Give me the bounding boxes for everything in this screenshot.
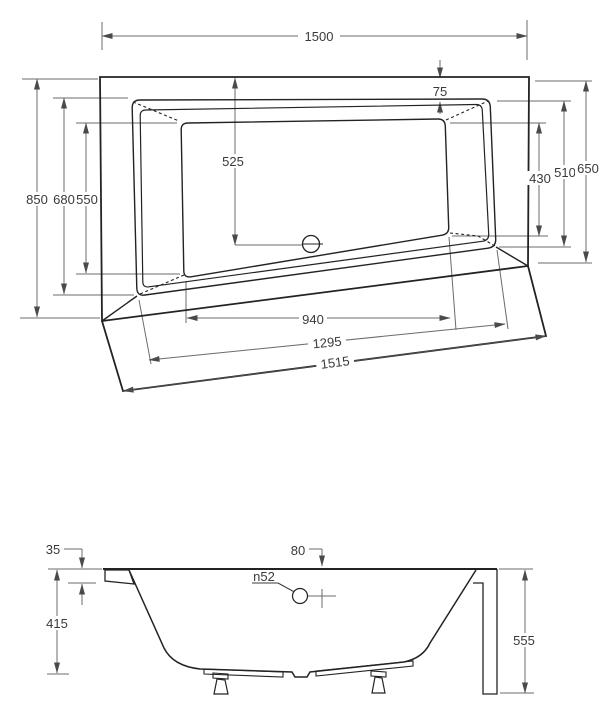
drain-top-view xyxy=(301,234,323,254)
label-bg xyxy=(509,633,540,647)
dim-label-basin-bottom: 940 xyxy=(302,312,324,327)
dim-label-right-overall: 650 xyxy=(577,161,599,176)
side-view-dimension-lines xyxy=(47,548,534,694)
foot-left xyxy=(213,678,229,695)
drain-circle xyxy=(291,587,309,605)
dim-label-rim-width: 75 xyxy=(433,84,447,99)
corner-transition-dashed-lines xyxy=(132,100,496,295)
ext-line xyxy=(138,299,152,365)
dim-label-shell-depth: 415 xyxy=(46,616,68,631)
right-support-panel xyxy=(473,569,498,695)
label-bg xyxy=(25,192,49,206)
drain-side-view xyxy=(252,582,309,605)
label-bg xyxy=(315,352,355,372)
mounting-rail-left xyxy=(203,668,284,678)
dim-label-left-basin: 550 xyxy=(76,192,98,207)
top-view-labels: 1500 75 525 850 680 550 430 510 650 940 … xyxy=(25,29,602,372)
label-bg xyxy=(75,192,99,206)
label-bg xyxy=(527,171,553,185)
rim-section-left xyxy=(104,569,135,585)
drain-hole-label: n52 xyxy=(253,569,275,584)
dim-label-left-overall: 850 xyxy=(26,192,48,207)
dim-label-overall-length: 1500 xyxy=(305,29,334,44)
label-bg xyxy=(299,312,327,326)
foot-plate-left xyxy=(212,672,229,680)
dashed-corner-line xyxy=(132,101,180,122)
dim-label-front-edge-group: 1515 xyxy=(315,352,355,372)
ext-line xyxy=(448,236,457,331)
side-view-labels: 35 80 n52 415 555 xyxy=(43,542,540,648)
foot-plate-right xyxy=(370,670,387,678)
dim-label-right-basin: 430 xyxy=(529,171,551,186)
label-bg xyxy=(307,333,347,351)
dashed-corner-line xyxy=(445,100,489,121)
rim-inner-edge-outer xyxy=(131,98,497,296)
dashed-corner-line xyxy=(449,232,496,247)
tub-shell-profile xyxy=(128,569,477,678)
foot-right xyxy=(371,676,386,694)
side-view-outline xyxy=(103,568,498,695)
dim-label-rim-thickness: 35 xyxy=(46,542,60,557)
dim-label-left-rim: 680 xyxy=(53,192,75,207)
dim-label-front-edge: 1515 xyxy=(320,353,351,372)
corner-crease xyxy=(101,295,138,322)
dim-label-right-rim: 510 xyxy=(554,165,576,180)
ext-line xyxy=(496,249,509,330)
corner-crease xyxy=(495,246,529,267)
label-bg xyxy=(218,154,249,168)
dim-label-rim-bottom-group: 1295 xyxy=(307,333,347,352)
rim-inner-edge-inner xyxy=(139,103,490,288)
label-bg xyxy=(298,29,340,44)
top-view: 1500 75 525 850 680 550 430 510 650 940 … xyxy=(20,20,602,393)
label-bg xyxy=(552,165,578,179)
dim-label-drain-offset: 80 xyxy=(291,543,305,558)
mounting-rail-right xyxy=(315,660,414,677)
dim-label-rim-bottom: 1295 xyxy=(312,334,342,352)
label-bg xyxy=(52,192,76,206)
label-bg xyxy=(575,161,602,175)
side-view: 35 80 n52 415 555 xyxy=(43,542,540,695)
tub-front-skirt xyxy=(101,265,548,392)
dashed-corner-line xyxy=(139,274,185,295)
dim-label-drain: 525 xyxy=(222,154,244,169)
dim-label-overall-height: 555 xyxy=(513,633,535,648)
basin-bottom-outline xyxy=(180,118,450,278)
label-bg xyxy=(43,616,71,630)
drain-leader-line xyxy=(277,582,294,592)
